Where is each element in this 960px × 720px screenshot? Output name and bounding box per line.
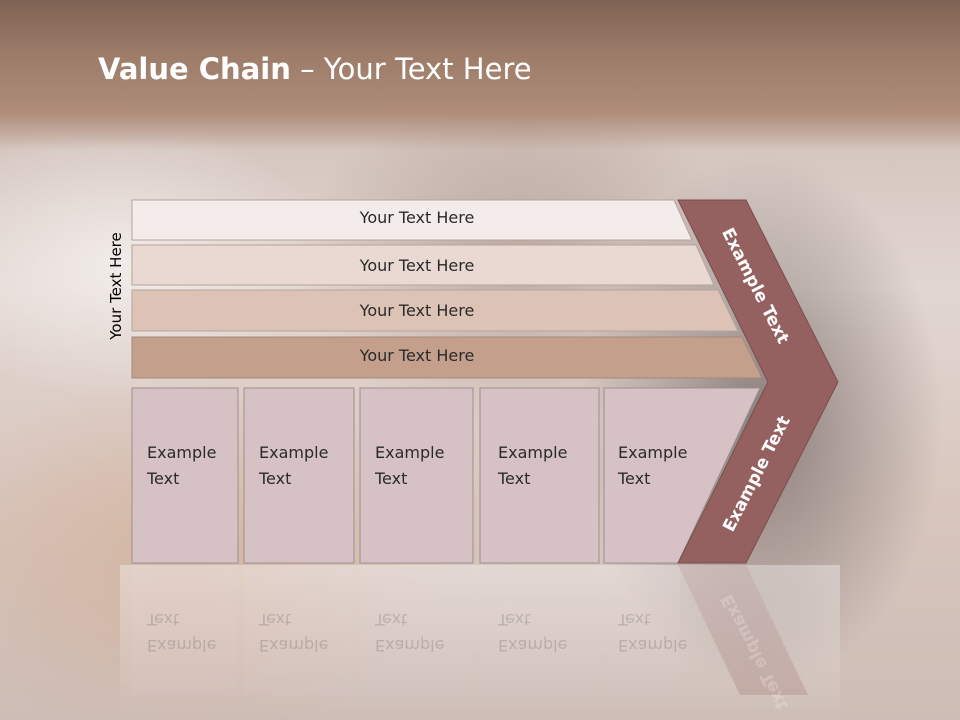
column-3-line2: Text	[375, 469, 408, 488]
row-3-label: Your Text Here	[359, 301, 475, 320]
column-3-reflection: Example Text	[375, 606, 475, 658]
column-4-shape	[479, 387, 600, 564]
row-4-shape	[131, 336, 763, 379]
column-2-shape	[243, 387, 355, 564]
column-2-reflection: Example Text	[259, 606, 359, 658]
column-1-line1: Example	[147, 443, 217, 462]
row-2-shape	[131, 244, 715, 286]
column-1-line2: Text	[147, 469, 180, 488]
column-1-reflection: Example Text	[147, 606, 247, 658]
column-4-line1: Example	[498, 443, 568, 462]
title-rest: – Your Text Here	[290, 52, 532, 86]
column-5-reflection: Example Text	[618, 606, 718, 658]
row-3-shape	[131, 289, 739, 332]
column-3-line1: Example	[375, 443, 445, 462]
reflection-fade	[120, 565, 840, 720]
column-3-reflection-line1: Example	[375, 636, 445, 655]
row-1-label: Your Text Here	[359, 208, 475, 227]
row-4-label: Your Text Here	[359, 346, 475, 365]
column-5-line2: Text	[618, 469, 651, 488]
column-2-line2: Text	[259, 469, 292, 488]
column-1-shape	[131, 387, 239, 564]
column-4-line2: Text	[498, 469, 531, 488]
column-2-line1: Example	[259, 443, 329, 462]
column-4-reflection-line1: Example	[498, 636, 568, 655]
column-2-reflection-line2: Text	[259, 610, 292, 629]
column-3-reflection-line2: Text	[375, 610, 408, 629]
column-2-reflection-line1: Example	[259, 636, 329, 655]
column-4-reflection-line2: Text	[498, 610, 531, 629]
column-5-reflection-line1: Example	[618, 636, 688, 655]
column-1-reflection-line2: Text	[147, 610, 180, 629]
row-2-label: Your Text Here	[359, 256, 475, 275]
slide-title: Value Chain – Your Text Here	[98, 52, 532, 96]
title-band	[0, 0, 960, 150]
column-5-reflection-line2: Text	[618, 610, 651, 629]
column-4-reflection: Example Text	[498, 606, 598, 658]
column-5-line1: Example	[618, 443, 688, 462]
chevron-arrow	[677, 199, 839, 564]
row-1-shape	[131, 199, 693, 241]
column-1-reflection-line1: Example	[147, 636, 217, 655]
column-3-shape	[359, 387, 474, 564]
title-bold: Value Chain	[98, 52, 291, 86]
